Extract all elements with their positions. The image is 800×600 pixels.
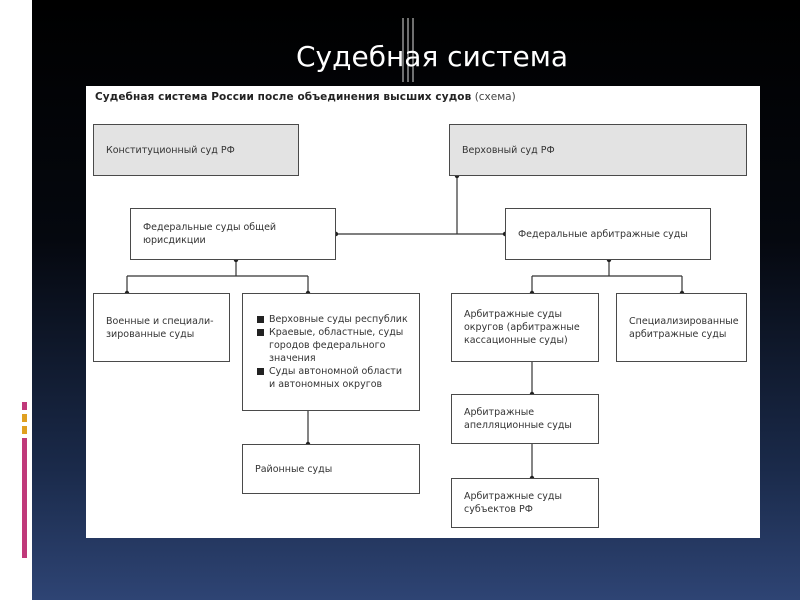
district-courts-box: Районные суды <box>242 444 420 494</box>
diagram-heading-suffix: (схема) <box>474 91 516 103</box>
diagram-heading-main: Судебная система России после объединени… <box>95 91 472 103</box>
appeal-arbitration-label: Арбитражные апелляционные суды <box>464 407 572 431</box>
military-courts-label: Военные и специали- зированные суды <box>106 315 214 340</box>
regional-courts-item: Суды автономной области и автономных окр… <box>257 365 411 391</box>
diagram-heading: Судебная система России после объединени… <box>95 91 516 103</box>
military-courts-box: Военные и специали- зированные суды <box>93 293 230 362</box>
federal-arbitration-label: Федеральные арбитражные суды <box>518 228 688 240</box>
appeal-arbitration-box: Арбитражные апелляционные суды <box>451 394 599 444</box>
specialized-arbitration-label: Специализированные арбитражные суды <box>629 315 739 340</box>
federal-arbitration-box: Федеральные арбитражные суды <box>505 208 711 260</box>
regional-courts-item: Верховные суды республик <box>257 313 411 326</box>
subject-arbitration-box: Арбитражные суды субъектов РФ <box>451 478 599 528</box>
constitutional-court-box: Конституционный суд РФ <box>93 124 299 176</box>
subject-arbitration-label: Арбитражные суды субъектов РФ <box>464 491 562 515</box>
arbitration-districts-label: Арбитражные суды округов (арбитражные ка… <box>464 309 580 346</box>
general-jurisdiction-box: Федеральные суды общей юрисдикции <box>130 208 336 260</box>
district-courts-label: Районные суды <box>255 463 333 475</box>
regional-courts-box: Верховные суды республик Краевые, област… <box>242 293 420 411</box>
supreme-court-label: Верховный суд РФ <box>462 144 555 156</box>
arbitration-districts-box: Арбитражные суды округов (арбитражные ка… <box>451 293 599 362</box>
supreme-court-box: Верховный суд РФ <box>449 124 747 176</box>
slide-title: Судебная система <box>296 40 568 73</box>
general-jurisdiction-label: Федеральные суды общей юрисдикции <box>143 222 277 246</box>
regional-courts-list: Верховные суды республик Краевые, област… <box>257 313 411 391</box>
specialized-arbitration-box: Специализированные арбитражные суды <box>616 293 747 362</box>
constitutional-court-label: Конституционный суд РФ <box>106 144 235 156</box>
regional-courts-item: Краевые, областные, суды городов федерал… <box>257 326 411 365</box>
